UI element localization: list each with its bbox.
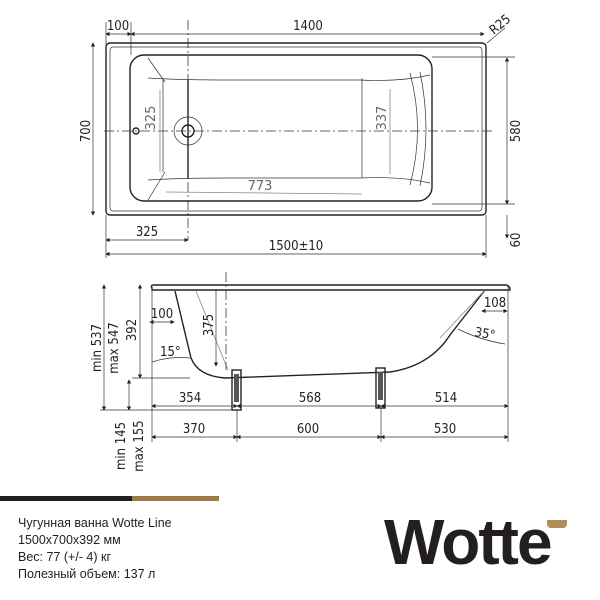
dim-depth: 375	[202, 314, 217, 336]
product-title: Чугунная ванна Wotte Line	[18, 516, 172, 530]
top-view: 100 1400 R25 700 580 60 325 337 773 325 …	[79, 12, 524, 258]
brand-logo: Wotte	[384, 506, 553, 578]
dim-leg-max: max 155	[132, 420, 147, 472]
dim-side-rim: 60	[509, 233, 524, 248]
tub-body-profile	[174, 289, 486, 379]
product-dimensions: 1500x700x392 мм	[18, 533, 121, 547]
dim-foot-offset-bottom: 530	[434, 422, 456, 437]
side-view: min 537 max 547 392 100 375 15° 108 35° …	[90, 272, 511, 472]
leg-right	[375, 367, 386, 409]
dim-drain-offset-inner: 325	[144, 106, 159, 131]
dim-rim-width: 100	[107, 19, 129, 34]
leg-left	[231, 369, 242, 411]
dim-foot-angle: 35°	[473, 325, 496, 343]
overflow-icon	[132, 127, 140, 135]
dim-tub-height: 392	[125, 319, 140, 341]
dim-drain-offset: 325	[136, 225, 158, 240]
tub-inner-outline	[129, 54, 433, 202]
dim-head-rim: 100	[151, 307, 173, 322]
dim-foot-rim: 108	[484, 296, 506, 311]
dim-foot-offset-top: 514	[435, 391, 457, 406]
divider-dark	[0, 496, 132, 501]
tub-outline	[105, 42, 487, 216]
dim-leg-min: min 145	[114, 422, 129, 470]
dim-inner-width: 580	[509, 120, 524, 142]
drain-icon	[173, 116, 203, 146]
dim-floor-length: 773	[248, 179, 273, 194]
dim-corner-radius: R25	[487, 12, 514, 38]
dim-leg-span-top: 568	[299, 391, 321, 406]
dim-head-angle: 15°	[160, 345, 181, 360]
product-volume: Полезный объем: 137 л	[18, 567, 156, 581]
product-weight: Вес: 77 (+/- 4) кг	[18, 550, 112, 564]
divider-gold	[132, 496, 219, 501]
dim-height-min: min 537	[90, 324, 105, 372]
tub-rim-profile	[150, 284, 511, 291]
dim-height-max: max 547	[107, 322, 122, 374]
dim-leg-span-bottom: 600	[297, 422, 319, 437]
logo-accent-icon	[547, 520, 567, 528]
product-description: Чугунная ванна Wotte Line 1500x700x392 м…	[18, 515, 172, 583]
dim-total-width: 700	[79, 120, 94, 142]
dim-headrest-width: 337	[375, 106, 390, 131]
dim-leg-offset-top: 354	[179, 391, 201, 406]
dim-inner-length: 1400	[293, 19, 323, 34]
dim-leg-offset-bottom: 370	[183, 422, 205, 437]
dim-total-length: 1500±10	[269, 239, 323, 254]
